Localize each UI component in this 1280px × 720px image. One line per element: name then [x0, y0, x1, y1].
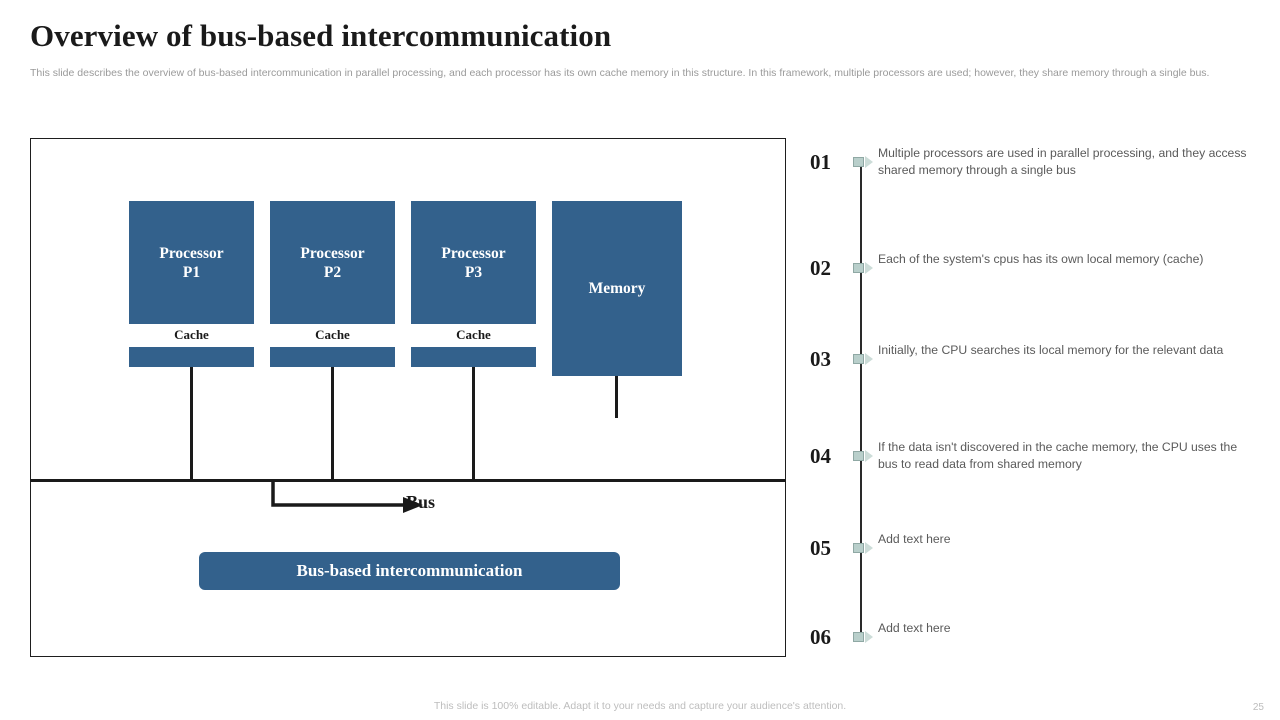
- timeline-number-05: 05: [810, 536, 831, 560]
- page-title: Overview of bus-based intercommunication: [30, 18, 612, 53]
- processor-box-p2[interactable]: Processor P2: [270, 201, 395, 324]
- bus-label: Bus: [406, 492, 436, 512]
- timeline-item-02[interactable]: 02 Each of the system's cpus has its own…: [806, 244, 1266, 296]
- processor-box-p2-label: Processor P2: [300, 244, 364, 282]
- timeline-marker-icon-02: [853, 261, 875, 275]
- timeline-item-04[interactable]: 04 If the data isn't discovered in the c…: [806, 432, 1266, 484]
- connector-line-p2: [331, 367, 334, 480]
- processor-box-p3-label: Processor P3: [441, 244, 505, 282]
- cache-bar-p2: [270, 347, 395, 367]
- processor-box-p1-label: Processor P1: [159, 244, 223, 282]
- timeline-item-05[interactable]: 05 Add text here: [806, 524, 1266, 576]
- memory-box[interactable]: Memory: [552, 201, 682, 376]
- processor-p1-title: Processor: [159, 244, 224, 262]
- timeline-text-01: Multiple processors are used in parallel…: [878, 146, 1247, 177]
- timeline-number-02: 02: [810, 256, 831, 280]
- bus-arrow-icon: [271, 481, 423, 513]
- processor-box-p1[interactable]: Processor P1: [129, 201, 254, 324]
- processor-box-p3[interactable]: Processor P3: [411, 201, 536, 324]
- connector-line-p3: [472, 367, 475, 480]
- processor-p3-title: Processor: [441, 244, 506, 262]
- timeline-text-05: Add text here: [878, 532, 951, 546]
- diagram-frame: Processor P1 Cache Processor P2 Cache Pr…: [30, 138, 786, 657]
- timeline-item-06[interactable]: 06 Add text here: [806, 613, 1266, 665]
- timeline-text-06: Add text here: [878, 621, 951, 635]
- processor-p2-title: Processor: [300, 244, 365, 262]
- memory-box-label: Memory: [588, 279, 646, 297]
- timeline-marker-icon-04: [853, 449, 875, 463]
- timeline-panel: 01 Multiple processors are used in paral…: [806, 138, 1266, 658]
- cache-label-p3: Cache: [456, 327, 491, 342]
- timeline-marker-icon-05: [853, 541, 875, 555]
- connector-line-p1: [190, 367, 193, 480]
- timeline-item-03[interactable]: 03 Initially, the CPU searches its local…: [806, 335, 1266, 387]
- timeline-marker-icon-01: [853, 155, 875, 169]
- timeline-text-02: Each of the system's cpus has its own lo…: [878, 252, 1204, 266]
- page-number: 25: [1252, 702, 1264, 713]
- processor-p2-id: P2: [323, 263, 342, 281]
- timeline-text-03: Initially, the CPU searches its local me…: [878, 343, 1224, 357]
- bus-line: [30, 479, 786, 482]
- timeline-marker-icon-06: [853, 630, 875, 644]
- diagram-caption-pill[interactable]: Bus-based intercommunication: [199, 552, 620, 590]
- timeline-number-06: 06: [810, 625, 831, 649]
- diagram-caption-label: Bus-based intercommunication: [296, 561, 523, 580]
- connector-line-memory: [615, 376, 618, 418]
- timeline-rail: [860, 164, 862, 634]
- processor-p3-id: P3: [464, 263, 483, 281]
- cache-label-p1: Cache: [174, 327, 209, 342]
- processor-p1-id: P1: [182, 263, 201, 281]
- timeline-marker-icon-03: [853, 352, 875, 366]
- footer-note: This slide is 100% editable. Adapt it to…: [433, 700, 847, 712]
- timeline-item-01[interactable]: 01 Multiple processors are used in paral…: [806, 138, 1266, 190]
- timeline-number-03: 03: [810, 347, 831, 371]
- timeline-number-01: 01: [810, 150, 831, 174]
- timeline-text-04: If the data isn't discovered in the cach…: [878, 440, 1238, 471]
- cache-bar-p3: [411, 347, 536, 367]
- page-subtitle: This slide describes the overview of bus…: [30, 67, 1210, 79]
- timeline-number-04: 04: [810, 444, 831, 468]
- cache-bar-p1: [129, 347, 254, 367]
- cache-label-p2: Cache: [315, 327, 350, 342]
